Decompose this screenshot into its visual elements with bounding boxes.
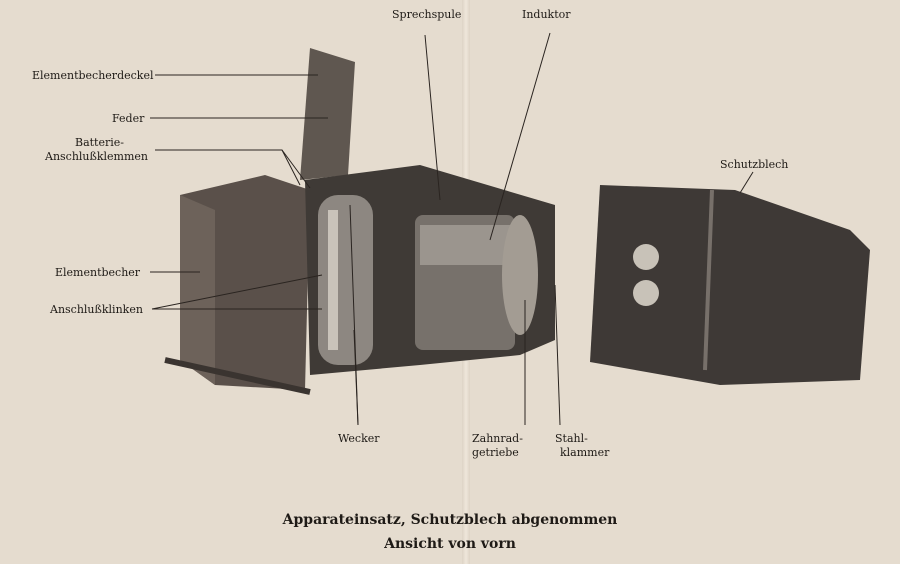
- label-schutzblech: Schutzblech: [720, 158, 789, 171]
- label-batterie-1: Batterie-: [75, 136, 124, 149]
- caption-line-2: Ansicht von vorn: [384, 536, 516, 552]
- label-stahl-2: klammer: [560, 446, 610, 459]
- label-zahnrad-2: getriebe: [472, 446, 519, 459]
- label-sprechspule: Sprechspule: [392, 8, 462, 21]
- label-induktor: Induktor: [522, 8, 571, 21]
- caption-line-1: Apparateinsatz, Schutzblech abgenommen: [282, 512, 618, 528]
- element-cup-lid: [300, 48, 355, 180]
- shield-plate: [590, 185, 870, 385]
- leader-lines: [150, 32, 754, 426]
- bell: [318, 195, 373, 365]
- label-batterie-2: Anschlußklemmen: [45, 150, 149, 163]
- label-anschlussklinken: Anschlußklinken: [50, 303, 143, 316]
- label-elementbecher: Elementbecher: [55, 266, 141, 279]
- gear: [502, 215, 538, 335]
- label-elementbecherdeckel: Elementbecherdeckel: [32, 69, 154, 82]
- label-wecker: Wecker: [338, 432, 380, 445]
- label-zahnrad-1: Zahnrad-: [472, 432, 523, 445]
- label-stahl-1: Stahl-: [555, 432, 588, 445]
- label-feder: Feder: [112, 112, 145, 125]
